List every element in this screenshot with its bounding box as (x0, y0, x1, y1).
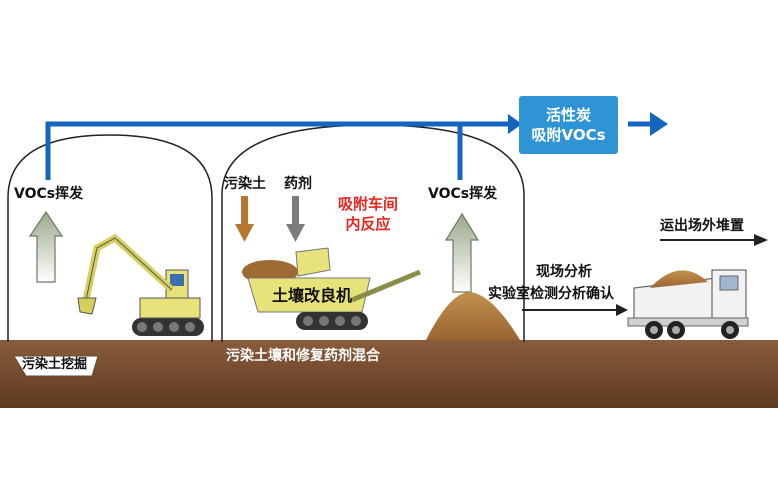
left-tent (7, 134, 213, 342)
activated-carbon-box: 活性炭 吸附VOCs (519, 96, 618, 154)
lab-confirm-label: 实验室检测分析确认 (488, 286, 614, 302)
contaminated-soil-arrow (235, 196, 254, 242)
transport-out-label: 运出场外堆置 (660, 218, 744, 234)
vocs-up-arrow-right (444, 212, 480, 293)
exhaust-arrow-head (650, 112, 668, 136)
vocs-duct (45, 121, 510, 180)
analysis-arrow-head (616, 304, 628, 316)
adsorption-room-label: 吸附车间 内反应 (338, 194, 398, 235)
excavator (77, 233, 204, 336)
contaminated-soil-label: 污染土 (224, 176, 266, 192)
mixing-label: 污染土壤和修复药剂混合 (226, 348, 380, 364)
vocs-up-arrow-left (28, 210, 64, 283)
dump-truck (627, 269, 749, 339)
improvement-machine-label: 土壤改良机 (272, 286, 353, 305)
soil-improvement-machine (242, 247, 421, 330)
transport-arrow-head (754, 234, 768, 246)
adsorption-room-line2: 内反应 (345, 215, 391, 234)
excavation-pit (13, 355, 99, 377)
vocs-label-right: VOCs挥发 (428, 186, 498, 202)
activated-carbon-line1: 活性炭 (545, 105, 591, 124)
excavation-label: 污染土挖掘 (22, 357, 88, 372)
onsite-analysis-label: 现场分析 (536, 264, 592, 280)
agent-label: 药剂 (284, 176, 312, 192)
duct-arrow-head (508, 114, 522, 134)
activated-carbon-line2: 吸附VOCs (531, 126, 606, 144)
adsorption-room-line1: 吸附车间 (338, 195, 399, 213)
ground-strip (0, 340, 778, 408)
agent-arrow (286, 196, 305, 242)
vocs-label-left: VOCs挥发 (14, 186, 84, 202)
treated-soil-pile (426, 292, 520, 340)
